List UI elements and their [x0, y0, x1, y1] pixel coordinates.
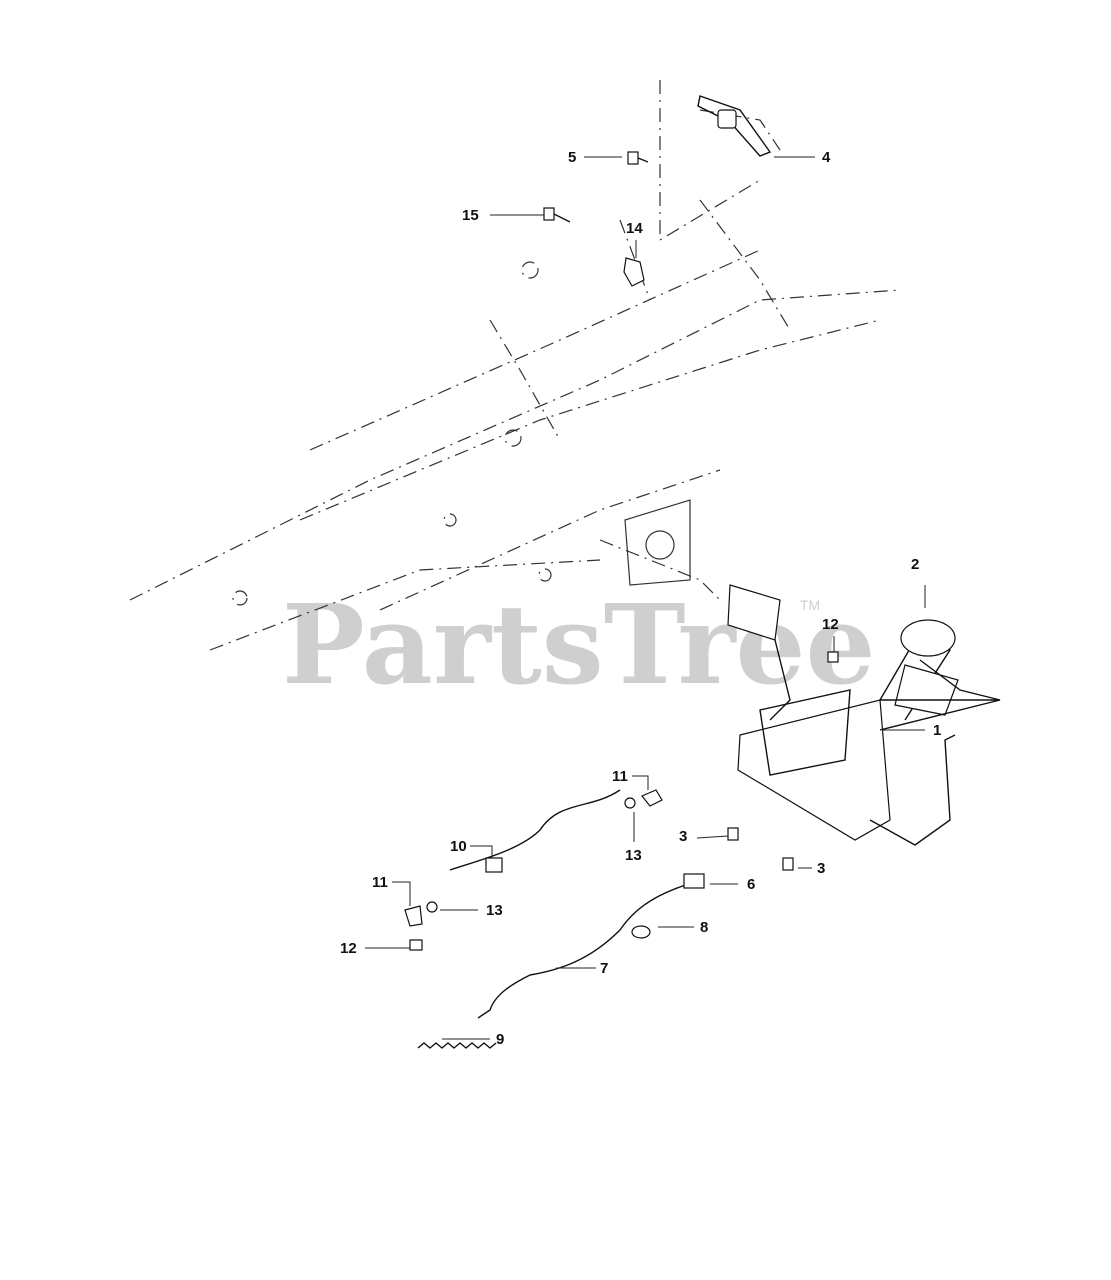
part-15-bolt [543, 207, 571, 223]
callout-12-upper: 12 [822, 616, 839, 633]
part-4-lever [697, 95, 772, 157]
callout-11-upper: 11 [612, 768, 628, 785]
watermark-trademark: TM [800, 597, 820, 613]
callout-8: 8 [700, 919, 708, 936]
callout-7: 7 [600, 960, 608, 977]
callout-5: 5 [568, 149, 576, 166]
callout-14: 14 [626, 220, 643, 237]
callout-4: 4 [822, 149, 831, 166]
callout-1: 1 [933, 722, 941, 739]
hardware [404, 651, 839, 951]
callout-3-left: 3 [679, 828, 687, 845]
pedal-assembly [727, 584, 1001, 846]
callout-12-lower: 12 [340, 940, 357, 957]
callout-3-right: 3 [817, 860, 825, 877]
leader-lines [365, 156, 926, 1040]
callout-9: 9 [496, 1031, 504, 1048]
callout-13-upper: 13 [625, 847, 642, 864]
callout-2: 2 [911, 556, 919, 573]
part-5-bolt [627, 151, 649, 165]
chassis-frame [129, 80, 901, 651]
part-9-spring [417, 1042, 497, 1049]
callout-6: 6 [747, 876, 755, 893]
callout-15: 15 [462, 207, 479, 224]
watermark: PartsTree TM [282, 580, 876, 709]
callout-11-lower: 11 [372, 874, 388, 891]
callout-13-lower: 13 [486, 902, 503, 919]
watermark-text: PartsTree [282, 580, 876, 709]
callout-labels: 1 2 3 3 4 5 6 7 8 9 10 11 11 12 12 13 13… [340, 149, 941, 1048]
callout-10: 10 [450, 838, 467, 855]
part-14-bracket [623, 257, 645, 287]
cables [449, 789, 705, 1019]
